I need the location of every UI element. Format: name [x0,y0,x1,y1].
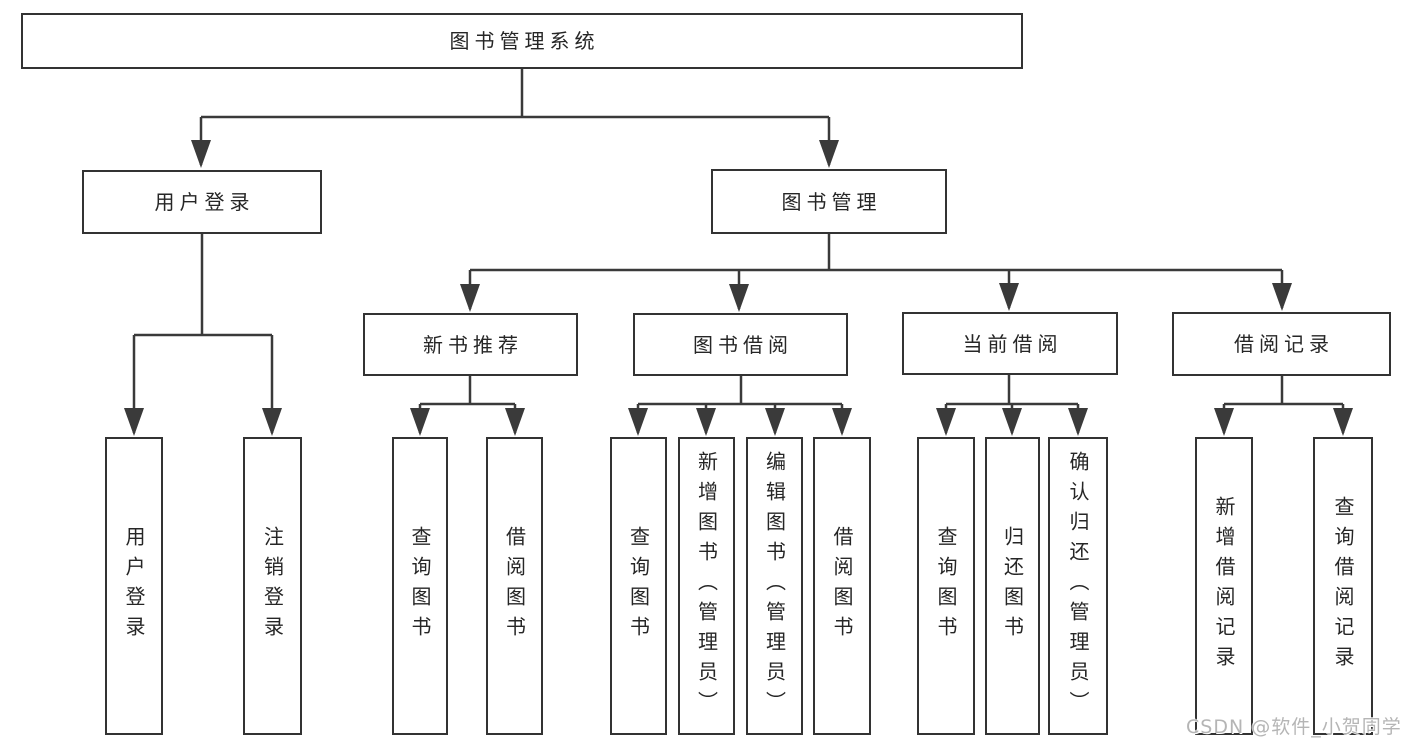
leaf-query-books-current: 查询图书 [917,437,975,735]
node-current-borrowing: 当前借阅 [902,312,1118,375]
leaf-query-books-borrowing: 查询图书 [610,437,667,735]
csdn-watermark: CSDN @软件_小贺同学 [1186,716,1402,738]
connector-new-book-trunk [420,376,515,406]
node-new-book-recommendation: 新书推荐 [363,313,578,376]
leaf-logout: 注销登录 [243,437,302,735]
node-borrowing-records: 借阅记录 [1172,312,1391,376]
leaf-borrow-books-borrowing: 借阅图书 [813,437,871,735]
leaf-edit-books-admin: 编辑图书（管理员） [746,437,803,735]
leaf-query-books-recommend: 查询图书 [392,437,448,735]
connector-book-borrowing-trunk [638,376,842,406]
connector-user-login-trunk [134,234,272,337]
node-book-management: 图书管理 [711,169,947,234]
leaf-borrow-books-recommend: 借阅图书 [486,437,543,735]
node-book-borrowing: 图书借阅 [633,313,848,376]
connector-book-management-trunk [470,234,1282,272]
connector-current-borrowing-trunk [946,375,1078,406]
leaf-user-login: 用户登录 [105,437,163,735]
node-user-login: 用户登录 [82,170,322,234]
node-library-management-system: 图书管理系统 [21,13,1023,69]
leaf-query-borrow-record: 查询借阅记录 [1313,437,1373,735]
leaf-confirm-return-admin: 确认归还（管理员） [1048,437,1108,735]
leaf-add-books-admin: 新增图书（管理员） [678,437,735,735]
connector-root-trunk [201,69,829,119]
leaf-return-books: 归还图书 [985,437,1040,735]
connector-borrowing-records-trunk [1224,376,1343,406]
leaf-add-borrow-record: 新增借阅记录 [1195,437,1253,735]
